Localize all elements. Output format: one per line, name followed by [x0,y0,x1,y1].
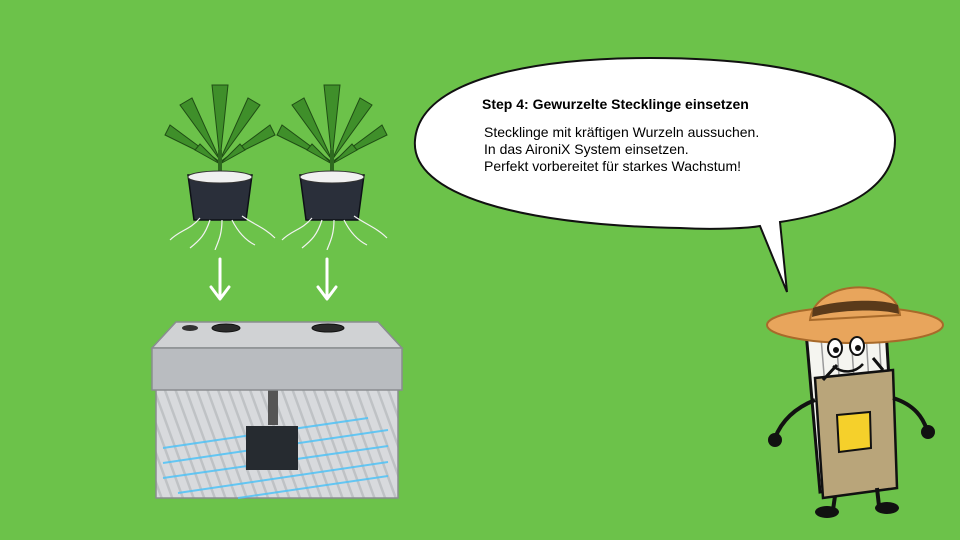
bubble-title: Step 4: Gewurzelte Stecklinge einsetzen [482,96,749,112]
bubble-line-2: In das AironiX System einsetzen. [484,141,689,157]
bubble-line-1: Stecklinge mit kräftigen Wurzeln aussuch… [484,124,760,140]
down-arrow-icon [209,257,231,301]
cannabis-seedling-icon [164,84,276,250]
hydroponic-box-icon [150,321,404,499]
down-arrow-icon [316,257,338,301]
gardener-mascot-icon [766,286,944,518]
bubble-line-3: Perfekt vorbereitet für starkes Wachstum… [484,158,742,174]
cannabis-seedling-icon [276,84,388,250]
